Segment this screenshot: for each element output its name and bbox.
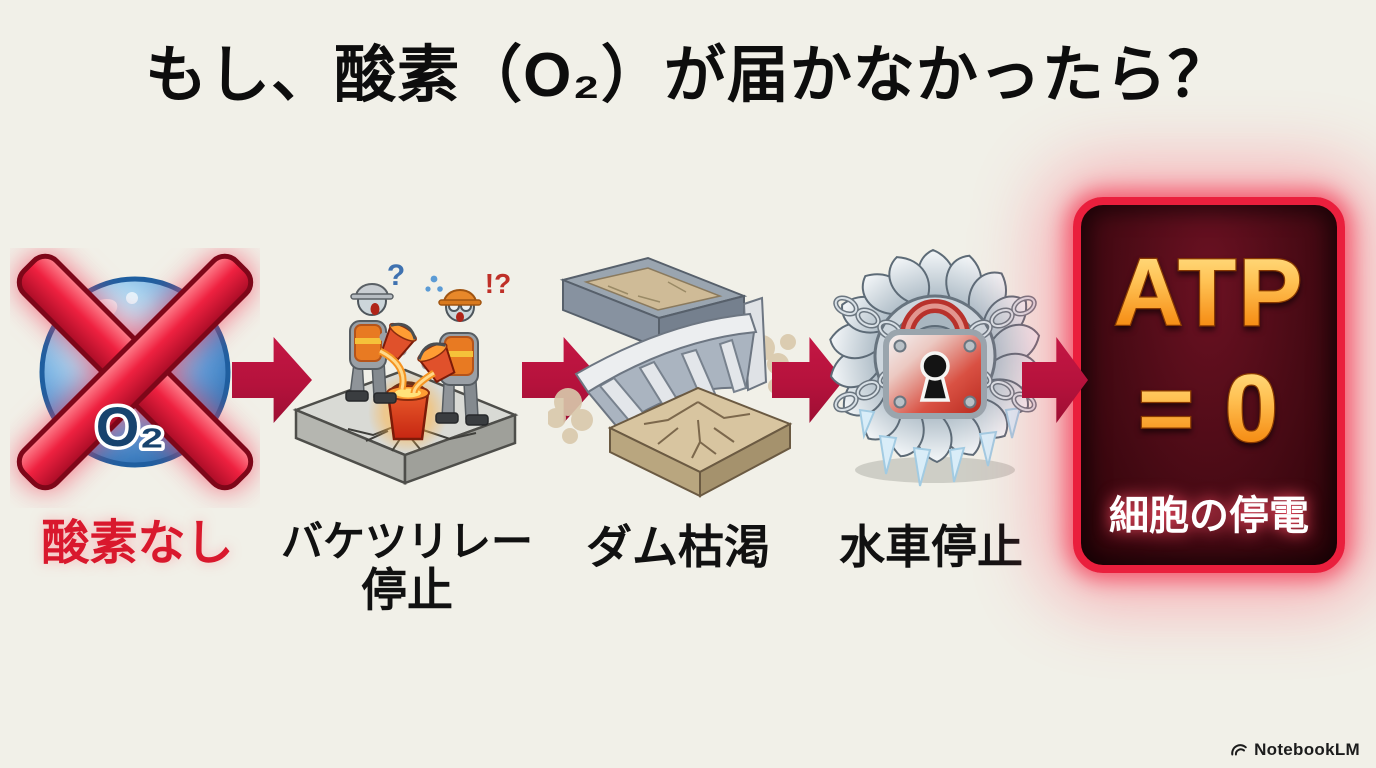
worker-right-bucket	[417, 342, 456, 384]
workers-bucket-relay-icon: ?	[288, 245, 533, 500]
worker-right: !?	[410, 268, 511, 426]
sweat-drops-icon	[425, 275, 443, 292]
o2-molecule-label: O₂	[96, 395, 164, 458]
label-dam-depleted: ダム枯渇	[586, 521, 770, 573]
atp-zero-panel: ATP = 0 細胞の停電	[1073, 197, 1345, 573]
dam-crest	[574, 312, 758, 394]
workers-svg: ?	[292, 259, 519, 485]
atp-text: ATP	[1114, 239, 1305, 346]
dust-cloud-left	[546, 388, 593, 444]
icicles-icon	[858, 406, 1022, 487]
panic-mark: !?	[485, 268, 511, 299]
label-bucket-relay-line2: 停止	[361, 564, 453, 617]
o2-crossed-icon: O₂	[10, 248, 260, 508]
cell-blackout-caption: 細胞の停電	[1109, 494, 1309, 538]
dam-face	[574, 296, 768, 430]
label-waterwheel-stopped: 水車停止	[839, 521, 1023, 573]
label-no-oxygen: 酸素なし	[41, 517, 234, 570]
page-title: もし、酸素（O₂）が届かなかったら？	[145, 41, 1231, 110]
lock-rivets	[893, 339, 977, 409]
notebooklm-logo-icon	[1231, 744, 1247, 756]
red-x-icon	[16, 253, 254, 491]
o2-crossed-svg: O₂	[16, 253, 254, 491]
question-mark: ?	[387, 259, 405, 292]
crack-lines	[643, 401, 751, 459]
cracked-dry-bed	[607, 386, 793, 498]
dried-dam-icon	[546, 252, 798, 514]
watermark-text: NotebookLM	[1254, 740, 1360, 759]
waterwheel-svg	[829, 248, 1041, 487]
wheel-shadow	[855, 457, 1015, 483]
sphere-highlight-dot	[126, 292, 138, 304]
label-bucket-relay: バケツリレー 停止	[277, 519, 537, 616]
watermark: NotebookLM	[1230, 740, 1360, 760]
padlock-icon	[883, 299, 987, 419]
equals-zero-text: = 0	[1138, 355, 1280, 462]
dam-svg	[546, 256, 796, 498]
label-bucket-relay-line1: バケツリレー	[280, 518, 533, 565]
worker-left: ?	[345, 259, 417, 404]
frozen-waterwheel-icon	[822, 238, 1054, 500]
atp-panel-svg: ATP = 0 細胞の停電	[1109, 238, 1309, 538]
